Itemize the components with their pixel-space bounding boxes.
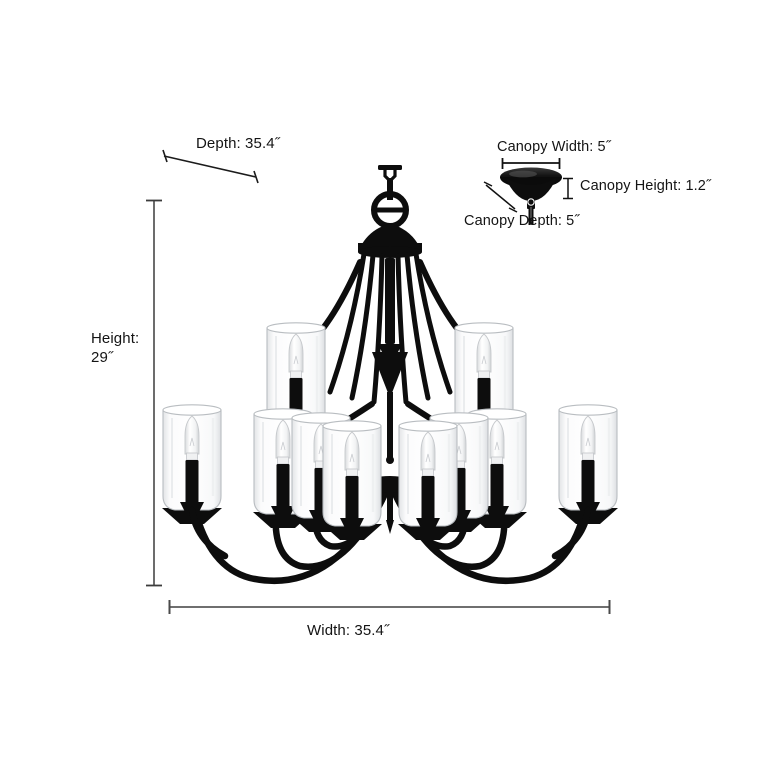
height-label-line2: 29˝ (91, 349, 113, 366)
center-spine (372, 258, 408, 464)
canopy-width-label: Canopy Width: 5˝ (497, 139, 611, 155)
fixture-cap (358, 224, 422, 258)
height-dimension-line (146, 199, 162, 587)
lamp-outer-right (556, 403, 620, 526)
canopy-depth-label: Canopy Depth: 5˝ (464, 213, 580, 229)
height-label-line1: Height: (91, 330, 140, 347)
column-rods (327, 251, 453, 405)
width-label: Width: 35.4˝ (307, 622, 390, 639)
canopy-depth-dimension-line (483, 181, 518, 213)
canopy-width-dimension-line (501, 158, 561, 169)
dimension-lines (146, 149, 611, 614)
canopy-height-dimension-line (563, 177, 573, 200)
canopy-illustration (500, 167, 562, 225)
lamp-front-right (396, 419, 460, 542)
lamp-outer-left (160, 403, 224, 526)
chandelier-illustration (160, 165, 620, 585)
depth-dimension-line (162, 149, 259, 184)
canopy-height-label: Canopy Height: 1.2˝ (580, 178, 711, 194)
height-label: Height: 29˝ (91, 329, 139, 367)
chain-stem (387, 178, 393, 200)
depth-label: Depth: 35.4˝ (196, 135, 280, 152)
lamp-front-left (320, 419, 384, 542)
arm-tips (188, 506, 592, 560)
width-dimension-line (168, 600, 611, 614)
